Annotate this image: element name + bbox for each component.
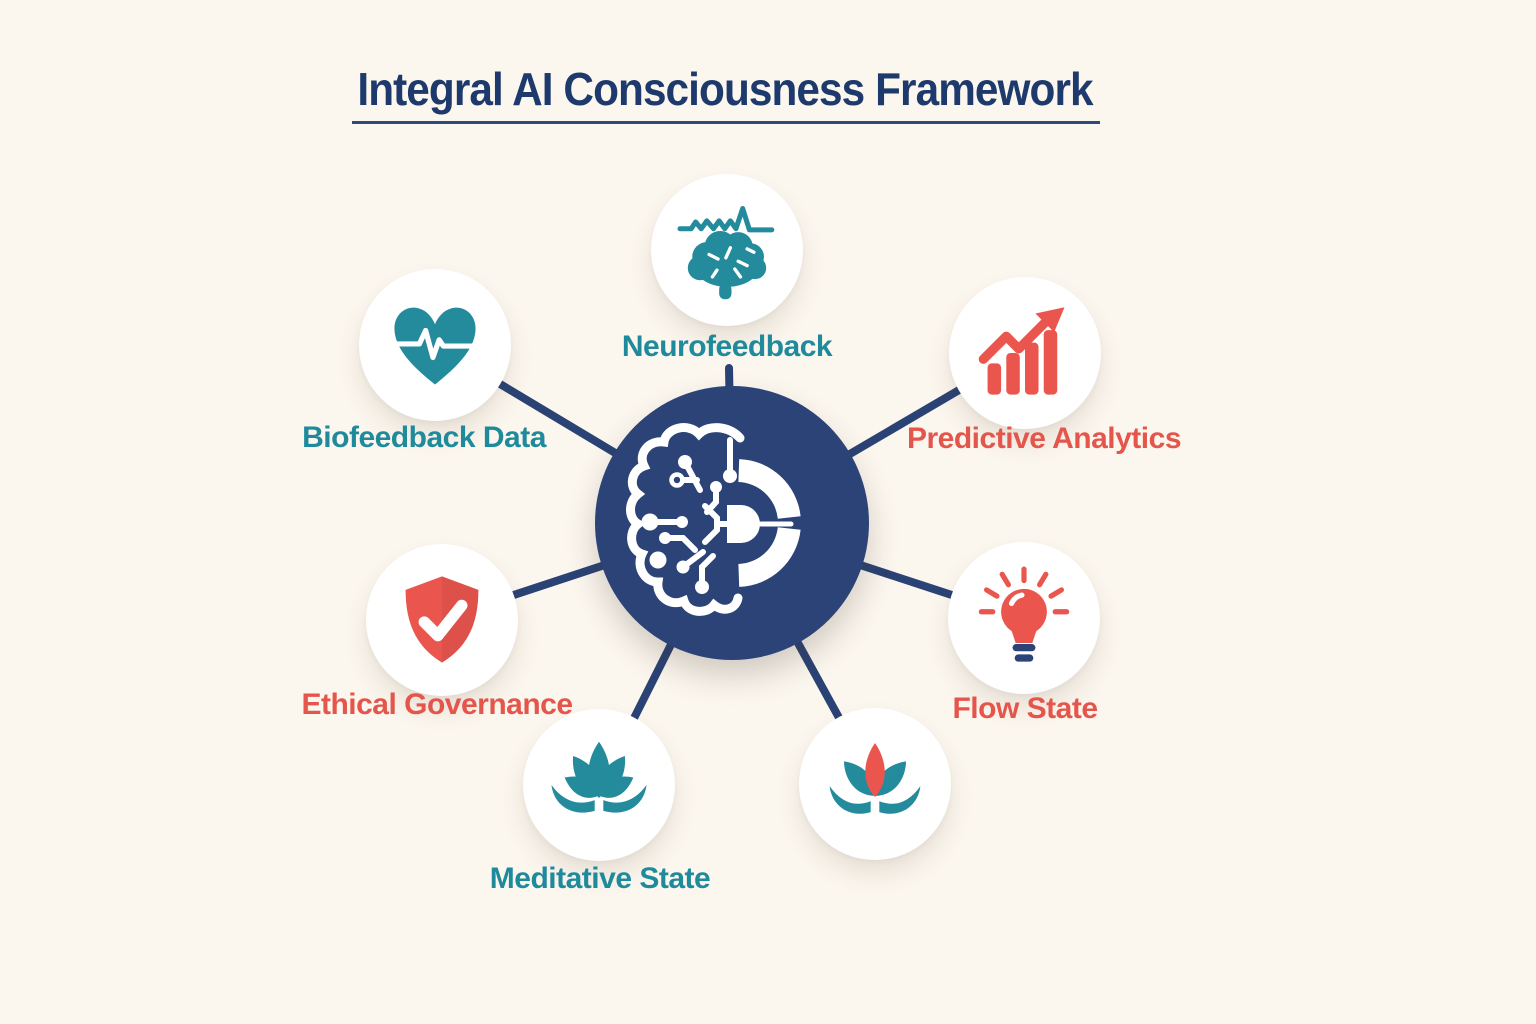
growth-chart-icon bbox=[978, 307, 1065, 395]
label-flow-state: Flow State bbox=[952, 692, 1098, 725]
hub-circle bbox=[595, 386, 869, 660]
lotus-two-tone-icon bbox=[829, 742, 921, 814]
label-meditative-state: Meditative State bbox=[489, 862, 711, 895]
brain-circuit-chip-icon bbox=[626, 423, 801, 616]
shield-check-icon bbox=[405, 576, 479, 663]
label-biofeedback-data: Biofeedback Data bbox=[302, 421, 546, 454]
node-predictive-analytics bbox=[949, 277, 1101, 429]
title-underline bbox=[352, 121, 1100, 124]
page-title: Integral AI Consciousness Framework bbox=[357, 63, 1093, 115]
label-predictive-analytics: Predictive Analytics bbox=[906, 422, 1182, 455]
lightbulb-icon bbox=[978, 566, 1070, 662]
node-lotus-accent bbox=[799, 708, 951, 860]
lotus-icon bbox=[551, 741, 647, 813]
label-neurofeedback: Neurofeedback bbox=[621, 330, 833, 363]
heart-pulse-icon bbox=[393, 307, 477, 385]
brain-eeg-icon bbox=[677, 206, 775, 300]
node-neurofeedback bbox=[651, 174, 803, 326]
node-flow-state bbox=[948, 542, 1100, 694]
label-ethical-governance: Ethical Governance bbox=[301, 688, 573, 721]
node-biofeedback-data bbox=[359, 269, 511, 421]
node-meditative-state bbox=[523, 709, 675, 861]
node-ethical-governance bbox=[366, 544, 518, 696]
